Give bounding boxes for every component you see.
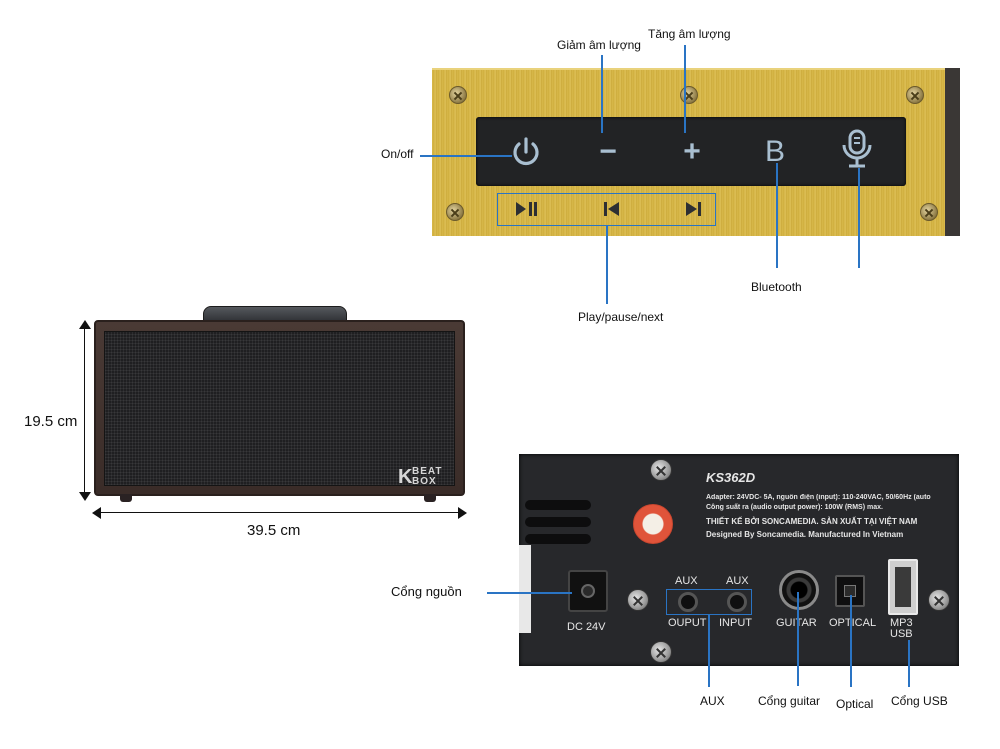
vent-slot bbox=[525, 534, 591, 544]
panel-edge bbox=[945, 68, 960, 236]
microphone-icon[interactable] bbox=[838, 129, 876, 171]
made-in-line-en: Designed By Soncamedia. Manufactured In … bbox=[706, 530, 904, 539]
vent-slot bbox=[525, 517, 591, 527]
next-icon[interactable] bbox=[685, 201, 703, 217]
callout-line bbox=[487, 592, 572, 594]
callout-line bbox=[850, 595, 852, 687]
width-label: 39.5 cm bbox=[247, 522, 301, 539]
speaker-foot bbox=[120, 494, 132, 502]
aux-label: AUX bbox=[675, 575, 698, 587]
height-label: 19.5 cm bbox=[24, 413, 78, 430]
callout-line bbox=[601, 55, 603, 133]
speaker-foot bbox=[424, 494, 436, 502]
dc-label: DC 24V bbox=[567, 621, 606, 633]
bluetooth-label: Bluetooth bbox=[751, 280, 802, 294]
optical-callout: Optical bbox=[836, 697, 874, 711]
screw-icon bbox=[650, 459, 672, 481]
volume-down-button[interactable]: − bbox=[599, 135, 617, 168]
made-in-line-vi: THIẾT KẾ BỞI SONCAMEDIA. SẢN XUẤT TẠI VI… bbox=[706, 517, 918, 526]
play-pause-next-label: Play/pause/next bbox=[578, 310, 664, 324]
spec-line-2: Công suất ra (audio output power): 100W … bbox=[706, 504, 883, 511]
screw-icon bbox=[906, 86, 924, 104]
volume-down-label: Giảm âm lượng bbox=[557, 38, 641, 52]
aux-output-jack[interactable] bbox=[678, 592, 698, 612]
optical-label: OPTICAL bbox=[829, 617, 877, 629]
callout-line bbox=[776, 163, 778, 268]
model-number: KS362D bbox=[706, 470, 756, 485]
aux-callout-box bbox=[666, 589, 752, 615]
screw-icon bbox=[446, 203, 464, 221]
aux-label: AUX bbox=[726, 575, 749, 587]
aux-callout: AUX bbox=[700, 694, 725, 708]
speaker-grille bbox=[104, 331, 455, 486]
callout-line bbox=[858, 168, 860, 268]
callout-line bbox=[420, 155, 512, 157]
dc-power-port[interactable] bbox=[568, 570, 608, 612]
usb-label: USB bbox=[890, 628, 913, 640]
power-icon[interactable] bbox=[509, 135, 543, 169]
callout-line bbox=[797, 592, 799, 686]
rear-panel-edge bbox=[519, 545, 531, 633]
arrow-left-icon bbox=[92, 507, 101, 519]
arrow-up-icon bbox=[79, 320, 91, 329]
rear-panel bbox=[519, 454, 959, 666]
guitar-callout: Cổng guitar bbox=[758, 694, 821, 708]
previous-icon[interactable] bbox=[603, 201, 621, 217]
callout-line bbox=[606, 226, 608, 304]
callout-line bbox=[708, 615, 710, 687]
height-dimension-line bbox=[84, 324, 86, 498]
guitar-jack[interactable] bbox=[779, 570, 819, 610]
usb-callout: Cổng USB bbox=[891, 694, 948, 708]
touch-panel bbox=[476, 117, 906, 186]
arrow-right-icon bbox=[458, 507, 467, 519]
callout-line bbox=[684, 45, 686, 133]
quality-sticker-icon bbox=[633, 504, 673, 544]
output-label: OUPUT bbox=[668, 617, 707, 629]
vent-slot bbox=[525, 500, 591, 510]
aux-input-jack[interactable] bbox=[727, 592, 747, 612]
screw-icon bbox=[680, 86, 698, 104]
screw-icon bbox=[928, 589, 950, 611]
screw-icon bbox=[920, 203, 938, 221]
guitar-label: GUITAR bbox=[776, 617, 817, 629]
playback-keys-group bbox=[497, 193, 716, 226]
volume-up-button[interactable]: + bbox=[683, 135, 701, 168]
volume-up-label: Tăng âm lượng bbox=[648, 27, 731, 41]
callout-line bbox=[908, 640, 910, 687]
width-dimension-line bbox=[95, 512, 465, 514]
bluetooth-button[interactable]: B bbox=[764, 135, 785, 168]
screw-icon bbox=[449, 86, 467, 104]
power-label: On/off bbox=[381, 147, 414, 161]
screw-icon bbox=[627, 589, 649, 611]
mp3-label: MP3 bbox=[890, 617, 913, 629]
usb-port[interactable] bbox=[888, 559, 918, 615]
play-pause-icon[interactable] bbox=[515, 201, 539, 217]
input-label: INPUT bbox=[719, 617, 752, 629]
screw-icon bbox=[650, 641, 672, 663]
spec-line-1: Adapter: 24VDC- 5A, nguồn điện (input): … bbox=[706, 494, 931, 501]
power-port-callout: Cổng nguồn bbox=[391, 584, 462, 599]
arrow-down-icon bbox=[79, 492, 91, 501]
